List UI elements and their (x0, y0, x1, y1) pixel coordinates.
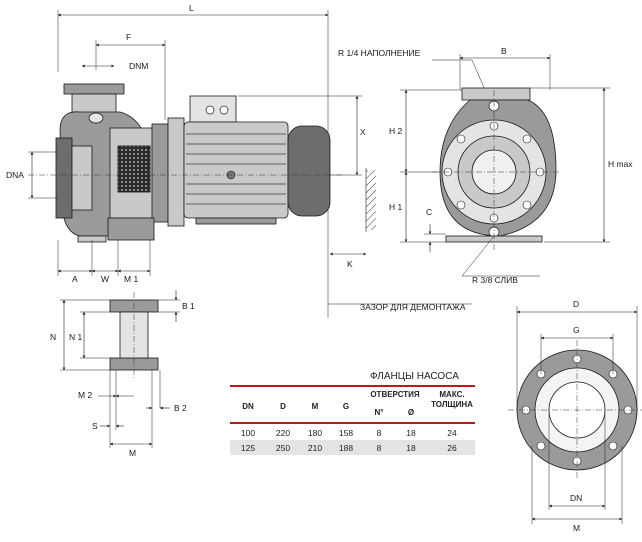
flange-D-label: D (573, 299, 579, 309)
flange-M-label: M (573, 523, 580, 533)
header-g: G (342, 402, 350, 411)
flange-DN-label: DN (570, 493, 582, 503)
dim-B1-label: B 1 (182, 301, 195, 311)
side-view: L F DNM (6, 3, 472, 318)
dim-C-label: C (426, 207, 432, 217)
dim-H2-label: H 2 (389, 126, 403, 136)
dim-Hmax-label: H max (608, 159, 633, 169)
foot-plan-view: N N 1 B 1 M 2 B 2 S M (50, 290, 195, 458)
dim-N1-label: N 1 (69, 332, 83, 342)
volute-outlet-shape (461, 87, 531, 101)
dismantle-gap-label: ЗАЗОР ДЛЯ ДЕМОНТАЖА (360, 302, 466, 312)
table-top-rule (230, 385, 475, 387)
dim-B2-label: B 2 (174, 403, 187, 413)
dim-N-label: N (50, 332, 56, 342)
flange-view: D G DN M (508, 299, 642, 533)
dim-M-foot-label: M (129, 448, 136, 458)
dim-DNA-label: DNA (6, 170, 24, 180)
dim-W-label: W (101, 274, 109, 284)
dim-L-label: L (189, 3, 194, 13)
suction-flange-shape (55, 137, 73, 219)
dim-S-label: S (92, 421, 98, 431)
dim-B-label: B (501, 46, 507, 56)
fill-port-label: R 1/4 НАПОЛНЕНИЕ (338, 48, 421, 58)
wall-hatch-shape (366, 170, 376, 230)
motor-fan-cover-shape (287, 125, 331, 217)
table-title: ФЛАНЦЫ НАСОСА (370, 371, 459, 382)
drain-port-label: R 3/8 СЛИВ (472, 275, 518, 285)
table-row-band (230, 440, 475, 455)
header-thickness-2: ТОЛЩИНА (431, 400, 473, 409)
header-holes: ОТВЕРСТИЯ (370, 390, 420, 399)
dim-A-label: A (72, 274, 78, 284)
discharge-flange-shape (63, 83, 125, 95)
flange-G-label: G (573, 325, 580, 335)
header-dn: DN (242, 402, 254, 411)
dim-DNM-label: DNM (129, 61, 148, 71)
header-holes-n: N° (374, 408, 384, 417)
dim-H1-label: H 1 (389, 202, 403, 212)
dim-M1-label: M 1 (124, 274, 138, 284)
header-m: M (311, 402, 319, 411)
header-holes-d: Ø (407, 408, 415, 417)
header-thickness-1: МАКС. (439, 390, 465, 399)
dim-F-label: F (126, 32, 131, 42)
bracket-grille-shape (117, 145, 151, 193)
dim-K-label: K (347, 259, 353, 269)
dim-M2-label: M 2 (78, 390, 92, 400)
table-mid-rule (230, 422, 475, 424)
dim-X-label: X (360, 127, 366, 137)
front-view: B R 1/4 НАПОЛНЕНИЕ H 2 (338, 46, 633, 285)
header-d: D (280, 402, 286, 411)
motor-body-shape (183, 121, 289, 219)
